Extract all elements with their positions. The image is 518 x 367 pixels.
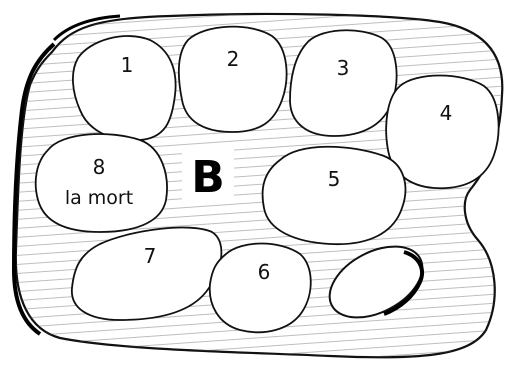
- blob-sublabel: la mort: [65, 187, 133, 209]
- blob-label: 8: [93, 155, 106, 179]
- blob-label: 4: [440, 101, 453, 125]
- blob-label: 1: [121, 53, 134, 77]
- blob-label: 5: [328, 167, 341, 191]
- blob-6: 6: [210, 244, 311, 333]
- blob-8: 8 la mort: [36, 134, 167, 232]
- blob-5: 5: [263, 147, 406, 244]
- blob-2: 2: [179, 27, 287, 132]
- blob-label: 2: [227, 47, 240, 71]
- blob-label: 7: [144, 244, 157, 268]
- panel-letter: B: [182, 148, 234, 203]
- blob-3: 3: [290, 30, 397, 136]
- blob-label: 3: [337, 56, 350, 80]
- blob-4: 4: [386, 76, 498, 189]
- blob-label: 6: [258, 260, 271, 284]
- svg-text:B: B: [191, 152, 225, 203]
